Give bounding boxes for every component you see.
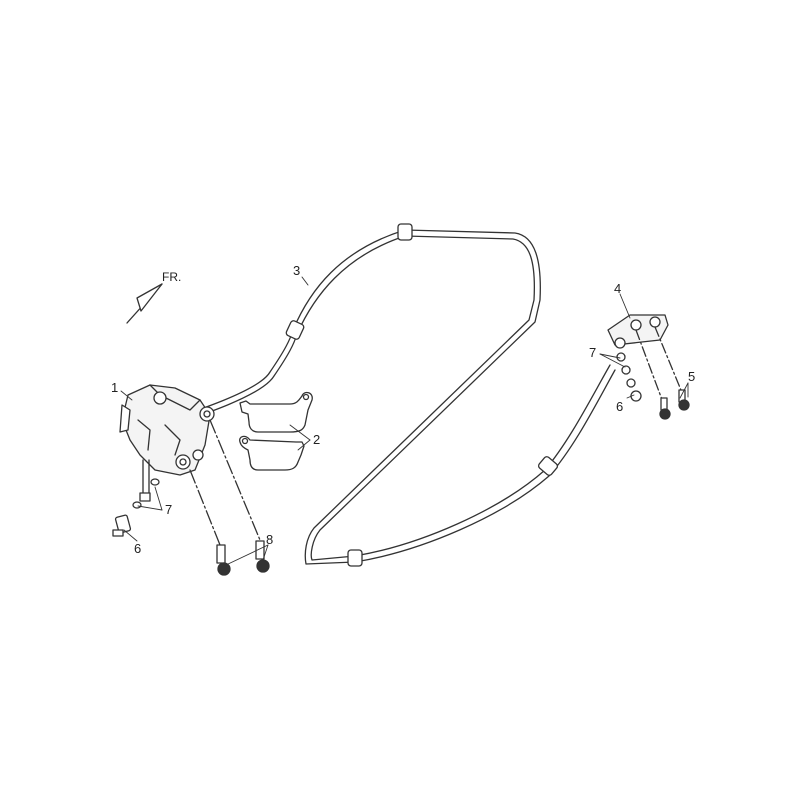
- callout-7-block: 7: [589, 345, 597, 360]
- front-direction-arrow-icon: [126, 283, 163, 324]
- callout-6-caliper: 6: [134, 541, 142, 556]
- callout-5: 5: [688, 369, 696, 384]
- callout-leaders: [120, 276, 689, 566]
- callout-2: 2: [313, 432, 321, 447]
- callout-6-block: 6: [616, 399, 624, 414]
- caliper-banjo-fittings: [112, 478, 160, 537]
- callout-4: 4: [614, 281, 622, 296]
- brake-hose: [139, 223, 616, 567]
- callout-3: 3: [293, 263, 301, 278]
- brake-caliper: [119, 384, 215, 496]
- callout-7-caliper: 7: [165, 502, 173, 517]
- front-marker-label: FR.: [162, 270, 182, 284]
- brake-pads: [239, 391, 313, 471]
- distribution-block: [607, 314, 690, 420]
- callout-1: 1: [111, 380, 119, 395]
- callout-8: 8: [266, 532, 274, 547]
